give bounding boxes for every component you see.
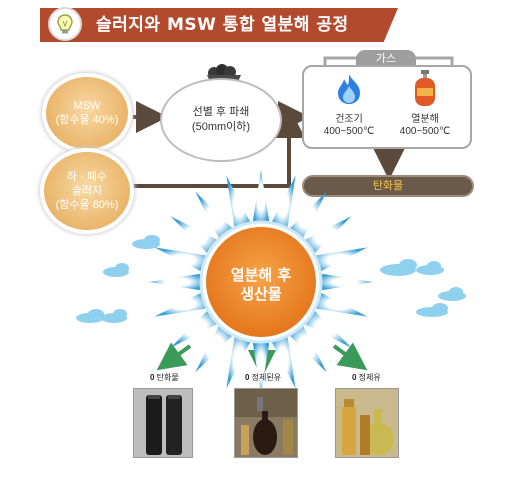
cloud-icon [380,259,417,276]
sun-ray [195,322,236,373]
cloud-icon [103,263,129,277]
dryer-label: 건조기 [335,114,363,125]
arrow-product-3 [332,342,368,371]
sun-ray [226,332,253,389]
cloud-icon [416,261,444,275]
title-banner [40,8,398,42]
cloud-icon [101,309,127,323]
dryer-step: 건조기 400~500℃ [314,114,384,138]
product-photo-oil-2 [335,388,399,458]
arrow-sludge-to-process [133,106,305,188]
product-photo-char [133,388,193,458]
sun-graphic [149,170,373,394]
product-label-3-text: 정제유 [358,373,381,382]
sorting-crushing-step: 선별 후 파쇄 (50mm이하) [160,78,282,162]
sun-ray [301,216,352,257]
product-label-1: 0 탄화물 [150,373,179,382]
products-title-line2: 생산물 [240,285,282,303]
sun-ray [269,175,296,232]
cloud-icon [132,235,160,249]
gas-label: 가스 [356,50,416,68]
sun-ray [154,290,211,317]
char-output-bar: 탄화물 [302,175,474,197]
sun-ray [301,307,352,348]
lightbulb-icon [48,7,82,41]
sun-ray [286,191,327,242]
msw-input-circle: MSW (함수율 40%) [46,77,128,149]
products-title-line1: 열분해 후 [230,266,292,284]
msw-moisture: (함수율 40%) [55,114,119,126]
sludge-input-circle: 하 · 폐수 슬러지 (함수율 80%) [44,152,130,230]
sorting-label-2: (50mm이하) [191,121,251,133]
cloud-icon [416,303,448,317]
product-label-1-text: 탄화물 [156,373,179,382]
sorting-label-1: 선별 후 파쇄 [192,106,250,118]
sun-ray [226,175,253,232]
page-title: 슬러지와 MSW 통합 열분해 공정 [96,15,349,35]
cloud-icon [438,287,466,301]
sun-ray [311,247,368,274]
sun-rays [149,170,373,394]
sun-ray [149,273,205,291]
product-label-2: 0 정제된유 [245,373,282,382]
sun-ray [170,216,221,257]
pyrolyzer-temp: 400~500℃ [399,126,451,137]
sun-ray [252,338,270,394]
flame-icon [338,74,360,104]
product-photo-oil-1 [234,388,298,458]
sludge-label-2: 슬러지 [71,185,103,197]
pyrolyzer-label: 열분해 [411,114,439,125]
sun-ray [311,290,368,317]
dryer-temp: 400~500℃ [323,126,375,137]
arrow-product-1 [156,342,192,371]
pyrolyzer-step: 열분해 400~500℃ [390,114,460,138]
sun-ray [154,247,211,274]
cloud-icon [76,309,104,323]
sun-ray [195,191,236,242]
sun-ray [269,332,296,389]
sun-ray [170,307,221,348]
pyrolysis-process-box [302,65,472,149]
sludge-moisture: (함수율 80%) [55,199,119,211]
product-label-2-text: 정제된유 [251,373,282,382]
products-title: 열분해 후 생산물 [207,266,315,304]
gas-cylinder-icon [415,70,435,106]
sun-ray [317,273,373,291]
product-label-3: 0 정제유 [352,373,381,382]
msw-label: MSW [73,100,101,112]
sun-ray [286,322,327,373]
sludge-label-1: 하 · 폐수 [66,171,108,183]
sun-ray [252,170,270,226]
sun-core [206,227,316,337]
